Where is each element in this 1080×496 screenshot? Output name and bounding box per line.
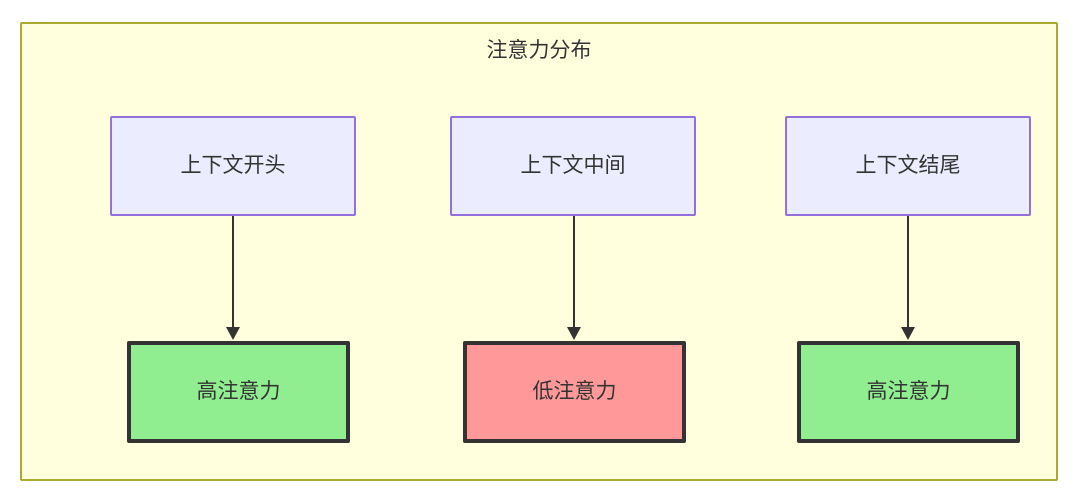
node-context-middle[interactable]: 上下文中间 xyxy=(450,116,696,216)
node-low-attention-middle[interactable]: 低注意力 xyxy=(463,341,686,443)
edge-context-end-to-high-attention xyxy=(907,216,909,329)
arrowhead-down-icon-2 xyxy=(567,327,581,340)
node-high-attention-start-label: 高注意力 xyxy=(196,380,281,404)
edge-context-middle-to-low-attention xyxy=(573,216,575,329)
node-context-start-label: 上下文开头 xyxy=(180,154,286,178)
node-context-start[interactable]: 上下文开头 xyxy=(110,116,356,216)
attention-distribution-subgraph: 注意力分布 上下文开头 上下文中间 上下文结尾 高注意力 低注意力 高注意力 xyxy=(20,22,1058,481)
node-context-end-label: 上下文结尾 xyxy=(855,154,961,178)
node-high-attention-end-label: 高注意力 xyxy=(866,380,951,404)
node-high-attention-end[interactable]: 高注意力 xyxy=(797,341,1020,443)
arrowhead-down-icon-3 xyxy=(901,327,915,340)
subgraph-title: 注意力分布 xyxy=(486,39,592,62)
arrowhead-down-icon-1 xyxy=(226,327,240,340)
node-context-end[interactable]: 上下文结尾 xyxy=(785,116,1031,216)
node-high-attention-start[interactable]: 高注意力 xyxy=(127,341,350,443)
edge-context-start-to-high-attention xyxy=(232,216,234,329)
node-low-attention-middle-label: 低注意力 xyxy=(532,380,617,404)
node-context-middle-label: 上下文中间 xyxy=(520,154,626,178)
